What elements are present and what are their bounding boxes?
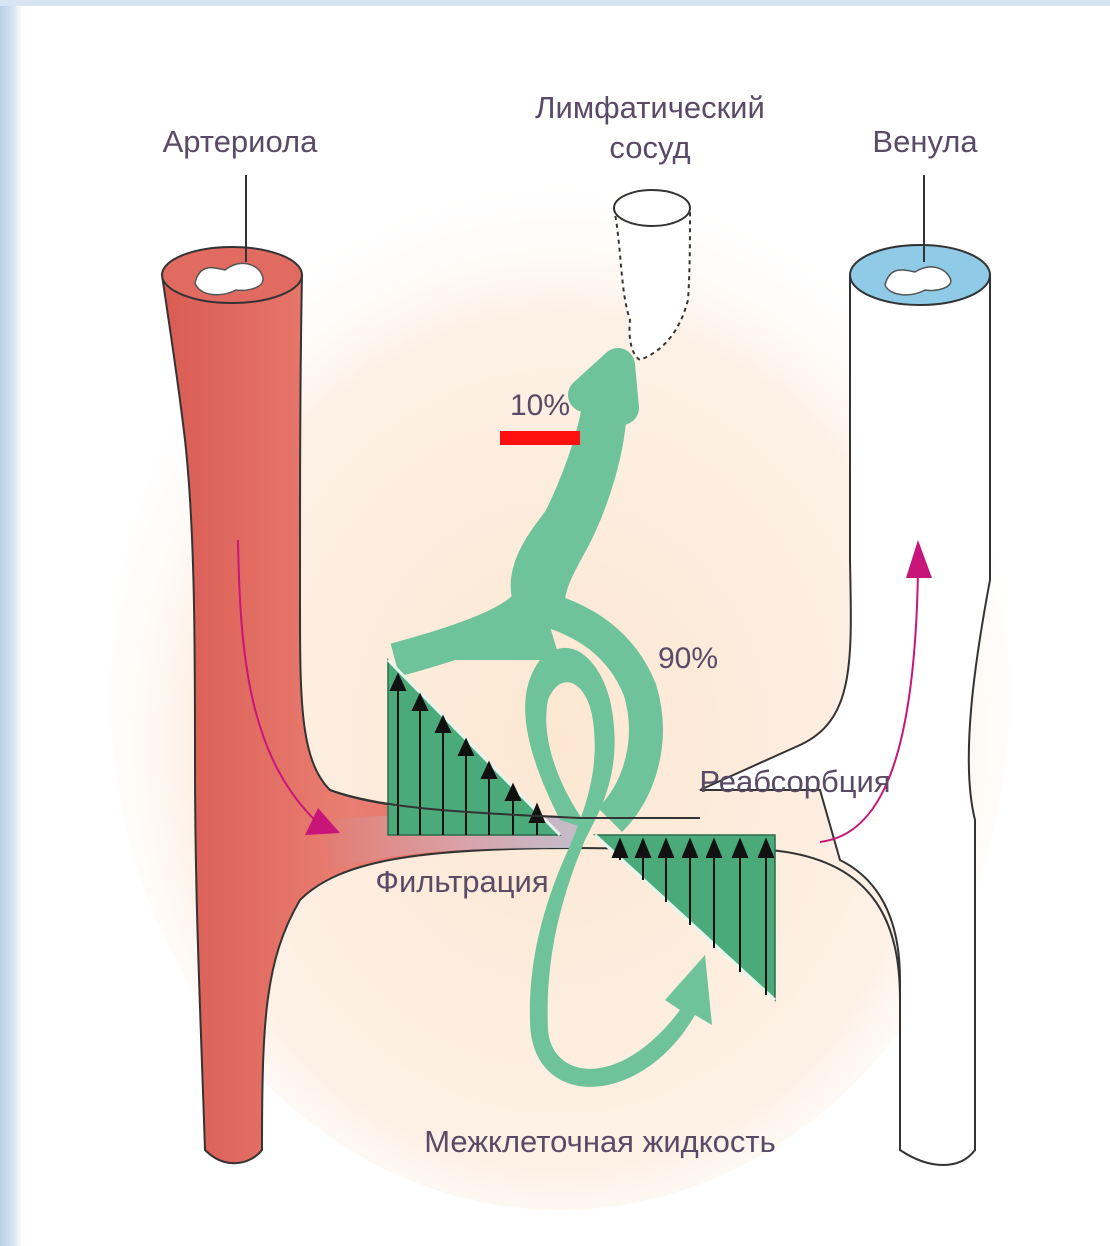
highlight-bar: [500, 431, 580, 445]
label-arteriole: Артериола: [163, 124, 319, 159]
label-lymph-line1: Лимфатический: [535, 90, 765, 125]
label-pct-return: 90%: [658, 642, 718, 675]
label-pct-lymph: 10%: [510, 389, 570, 422]
label-filtration: Фильтрация: [375, 864, 548, 899]
label-interstitial-fluid: Межклеточная жидкость: [424, 1124, 775, 1159]
label-venule: Венула: [872, 124, 978, 159]
label-reabsorption: Реабсорбция: [699, 764, 890, 799]
label-lymph-line2: сосуд: [609, 130, 690, 165]
